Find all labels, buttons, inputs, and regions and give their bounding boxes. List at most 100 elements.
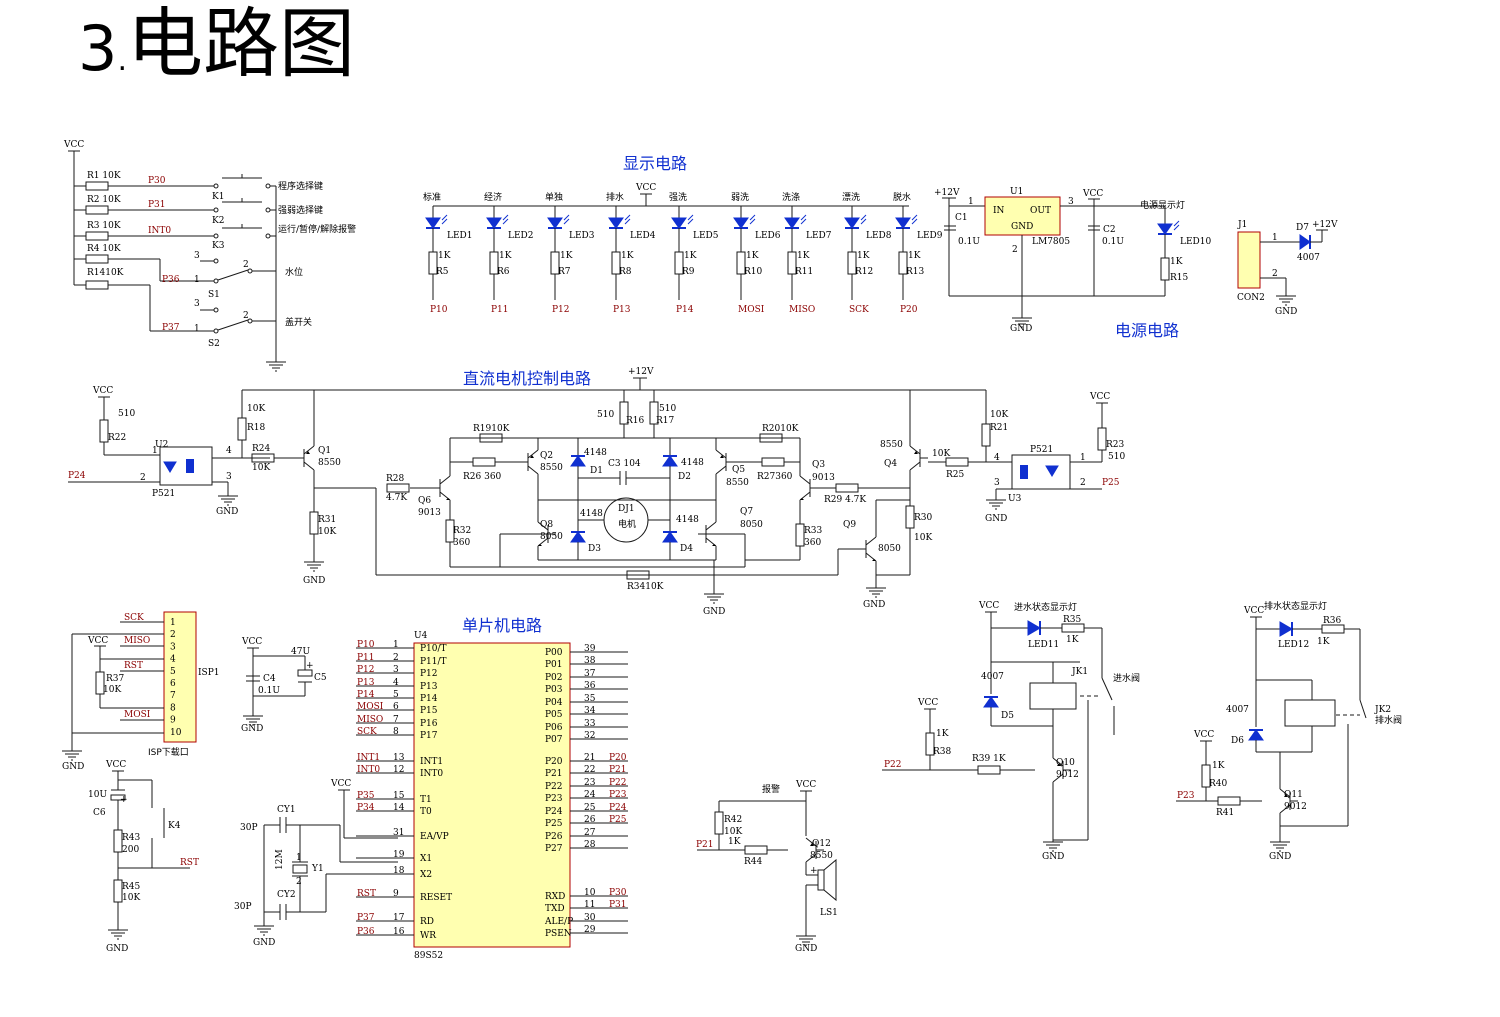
net-p37: P37 [162,323,180,333]
svg-text:R18: R18 [247,423,266,433]
svg-text:10K: 10K [247,404,265,414]
svg-text:4148: 4148 [681,458,704,468]
isp-pin-number: 2 [170,630,176,640]
mcu-net-label: P22 [609,778,627,788]
mcu-pin-name: P11/T [420,657,447,667]
resistor-label: R12 [855,267,873,277]
svg-text:R38: R38 [933,747,952,757]
key-k1 [213,174,276,189]
mcu-pin-number: 10 [584,888,596,898]
mcu-pin-number: 11 [584,900,595,910]
svg-text:VCC: VCC [87,636,108,646]
mcu-pin-name: P22 [545,782,563,792]
resistor-value: 1K [499,251,512,261]
led-label: LED3 [569,231,595,241]
svg-text:8550: 8550 [318,458,341,468]
svg-text:3: 3 [226,472,232,482]
mcu-net-label: P30 [609,888,627,898]
svg-text:9013: 9013 [812,473,835,483]
mcu-net-label: P13 [357,678,375,688]
svg-text:U3: U3 [1008,494,1022,504]
mcu-pin-number: 19 [393,850,405,860]
svg-text:D6: D6 [1231,736,1244,746]
mcu-pin-name: X1 [420,854,432,864]
mcu-pin-number: 26 [584,815,596,825]
svg-text:R22: R22 [108,433,126,443]
svg-text:10K: 10K [318,527,336,537]
svg-text:RST: RST [124,661,143,671]
resistor-value: 1K [560,251,573,261]
svg-text:510: 510 [118,409,135,419]
mcu-net-label: P14 [357,690,375,700]
svg-text:1K: 1K [1317,637,1330,647]
svg-text:360: 360 [804,538,821,548]
indicator-led [547,214,570,229]
net-label: P12 [552,305,570,315]
mcu-pin-number: 1 [393,640,399,650]
s1-label: S1 [208,290,220,300]
mcu-pin-name: RESET [420,893,452,903]
net-p31: P31 [148,200,166,210]
svg-text:GND: GND [985,514,1007,524]
svg-text:30P: 30P [234,902,252,912]
svg-text:JK1: JK1 [1071,667,1088,677]
indicator-led [733,214,756,229]
r1-label: R1 10K [87,171,121,181]
svg-text:进水阀: 进水阀 [1113,672,1140,684]
r2-label: R2 10K [87,195,121,205]
mcu-pin-number: 25 [584,803,596,813]
mcu-section-title: 单片机电路 [462,616,542,635]
isp-pin-number: 1 [170,618,176,628]
r14-label: R1410K [87,268,124,278]
r3-label: R3 10K [87,221,121,231]
led-label: LED5 [693,231,719,241]
mcu-pin-name: P27 [545,844,563,854]
svg-text:9012: 9012 [1056,770,1079,780]
mcu-pin-name: P25 [545,819,563,829]
j1-label: J1 [1237,220,1247,230]
svg-text:R37: R37 [106,674,125,684]
svg-text:D3: D3 [588,544,601,554]
svg-text:ISP下载口: ISP下载口 [148,746,189,758]
isp-pin-number: 8 [170,703,176,713]
svg-text:GND: GND [253,938,275,948]
svg-text:3: 3 [194,251,200,261]
svg-text:CY1: CY1 [277,805,296,815]
svg-text:VCC: VCC [1243,606,1264,616]
mcu-pin-name: INT0 [420,769,443,779]
svg-text:R35: R35 [1063,615,1082,625]
svg-text:Q7: Q7 [740,507,753,517]
mcu-pin-name: P00 [545,648,563,658]
mcu-pin-number: 8 [393,727,399,737]
svg-text:GND: GND [795,944,817,954]
mcu-net-label: P37 [357,913,375,923]
mcu-net-label: INT0 [357,765,380,775]
display-label: 排水 [606,191,624,203]
svg-text:P22: P22 [884,760,902,770]
mcu-pin-name: P13 [420,682,438,692]
svg-text:GND: GND [863,600,885,610]
svg-text:R17: R17 [656,416,675,426]
mcu-net-label: P20 [609,753,627,763]
mcu-pin-name: P06 [545,723,563,733]
diode-d1 [570,455,586,467]
svg-text:C4: C4 [263,674,276,684]
svg-text:C3 104: C3 104 [608,459,641,469]
svg-text:10K: 10K [252,463,270,473]
svg-text:GND: GND [106,944,128,954]
svg-text:2: 2 [243,311,249,321]
display-label: 洗涤 [782,191,800,203]
mcu-pin-name: X2 [420,870,432,880]
svg-text:LED12: LED12 [1278,640,1309,650]
svg-text:GND: GND [1010,324,1032,334]
svg-text:1: 1 [194,275,200,285]
svg-text:+12V: +12V [628,367,654,377]
mcu-pin-name: P20 [545,757,563,767]
indicator-led [844,214,867,229]
svg-text:R42: R42 [724,815,742,825]
svg-text:ISP1: ISP1 [198,668,220,678]
svg-text:0.1U: 0.1U [958,237,980,247]
svg-text:10K: 10K [932,449,950,459]
led-label: LED7 [806,231,832,241]
